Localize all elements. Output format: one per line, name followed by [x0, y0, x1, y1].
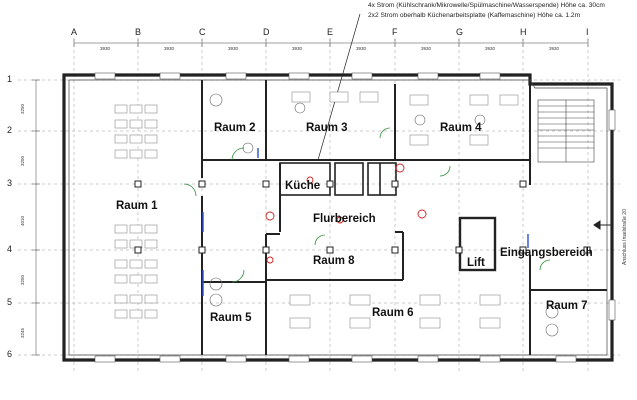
room-label-eingangsbereich: Eingangsbereich [500, 247, 593, 259]
desks-raum-1 [114, 104, 158, 319]
axis-label-a: A [71, 27, 78, 37]
dim-d-e: 3930 [292, 46, 303, 51]
axis-label-5: 5 [7, 297, 13, 307]
room-label-flurbereich: Flurbereich [313, 213, 376, 225]
kitchen-block [279, 162, 397, 196]
axis-label-2: 2 [7, 125, 13, 135]
axis-label-h: H [520, 27, 527, 37]
dim-a-b: 3930 [100, 46, 111, 51]
desks-raum-3-4 [291, 91, 519, 146]
axis-label-g: G [456, 27, 464, 37]
room-label-raum-3: Raum 3 [306, 122, 348, 134]
dim-c-d: 3930 [228, 46, 239, 51]
dim-f-g: 3930 [421, 46, 432, 51]
dim-e-f: 3930 [356, 46, 367, 51]
side-label-anschluss: Anschluss Inselstraße 20 [622, 209, 628, 265]
windows [94, 72, 616, 363]
dimension-line-top [73, 39, 589, 47]
dim-2-3: 3250 [20, 155, 25, 166]
red-markers [265, 163, 427, 264]
annotation-leader [317, 13, 361, 161]
dim-4-5: 3250 [20, 274, 25, 285]
dim-3-4: 4010 [20, 215, 25, 226]
outer-walls [62, 73, 614, 362]
axis-label-4: 4 [7, 244, 13, 254]
column-markers [134, 180, 591, 254]
axis-label-f: F [392, 27, 398, 37]
chair-symbols [209, 93, 559, 337]
dim-h-i: 3930 [549, 46, 560, 51]
dimension-line-left [32, 79, 40, 356]
blue-markers [202, 148, 529, 296]
axis-label-6: 6 [7, 349, 13, 359]
room-label-raum-4: Raum 4 [440, 122, 482, 134]
note-power-1-2m: 2x2 Strom oberhalb Küchenarbeitsplatte (… [368, 12, 581, 19]
note-power-30cm: 4x Strom (Kühlschrank/Mikrowelle/Spülmas… [368, 2, 605, 9]
desks-raum-6 [289, 294, 501, 329]
interior-walls [201, 80, 607, 355]
entrance-arrow [593, 220, 612, 230]
axis-label-b: B [135, 27, 142, 37]
room-label-raum-6: Raum 6 [372, 307, 414, 319]
axis-label-1: 1 [7, 74, 13, 84]
dim-b-c: 3930 [164, 46, 175, 51]
stairs [537, 99, 595, 163]
room-label-kueche: Küche [285, 180, 321, 192]
dim-5-6: 3245 [20, 327, 25, 338]
dim-g-h: 3930 [485, 46, 496, 51]
room-label-raum-7: Raum 7 [546, 300, 588, 312]
room-label-raum-8: Raum 8 [313, 255, 355, 267]
dim-1-2: 3250 [20, 103, 25, 114]
axis-label-c: C [199, 27, 206, 37]
room-label-raum-2: Raum 2 [214, 122, 256, 134]
outer-wall-inner-line [68, 79, 608, 356]
room-label-lift: Lift [467, 257, 485, 269]
lift-shaft [458, 216, 497, 272]
axis-label-d: D [263, 27, 270, 37]
axis-label-3: 3 [7, 178, 13, 188]
room-label-raum-1: Raum 1 [116, 200, 158, 212]
axis-label-e: E [327, 27, 334, 37]
axis-label-i: I [586, 27, 589, 37]
room-label-raum-5: Raum 5 [210, 312, 252, 324]
door-swings [183, 127, 551, 283]
